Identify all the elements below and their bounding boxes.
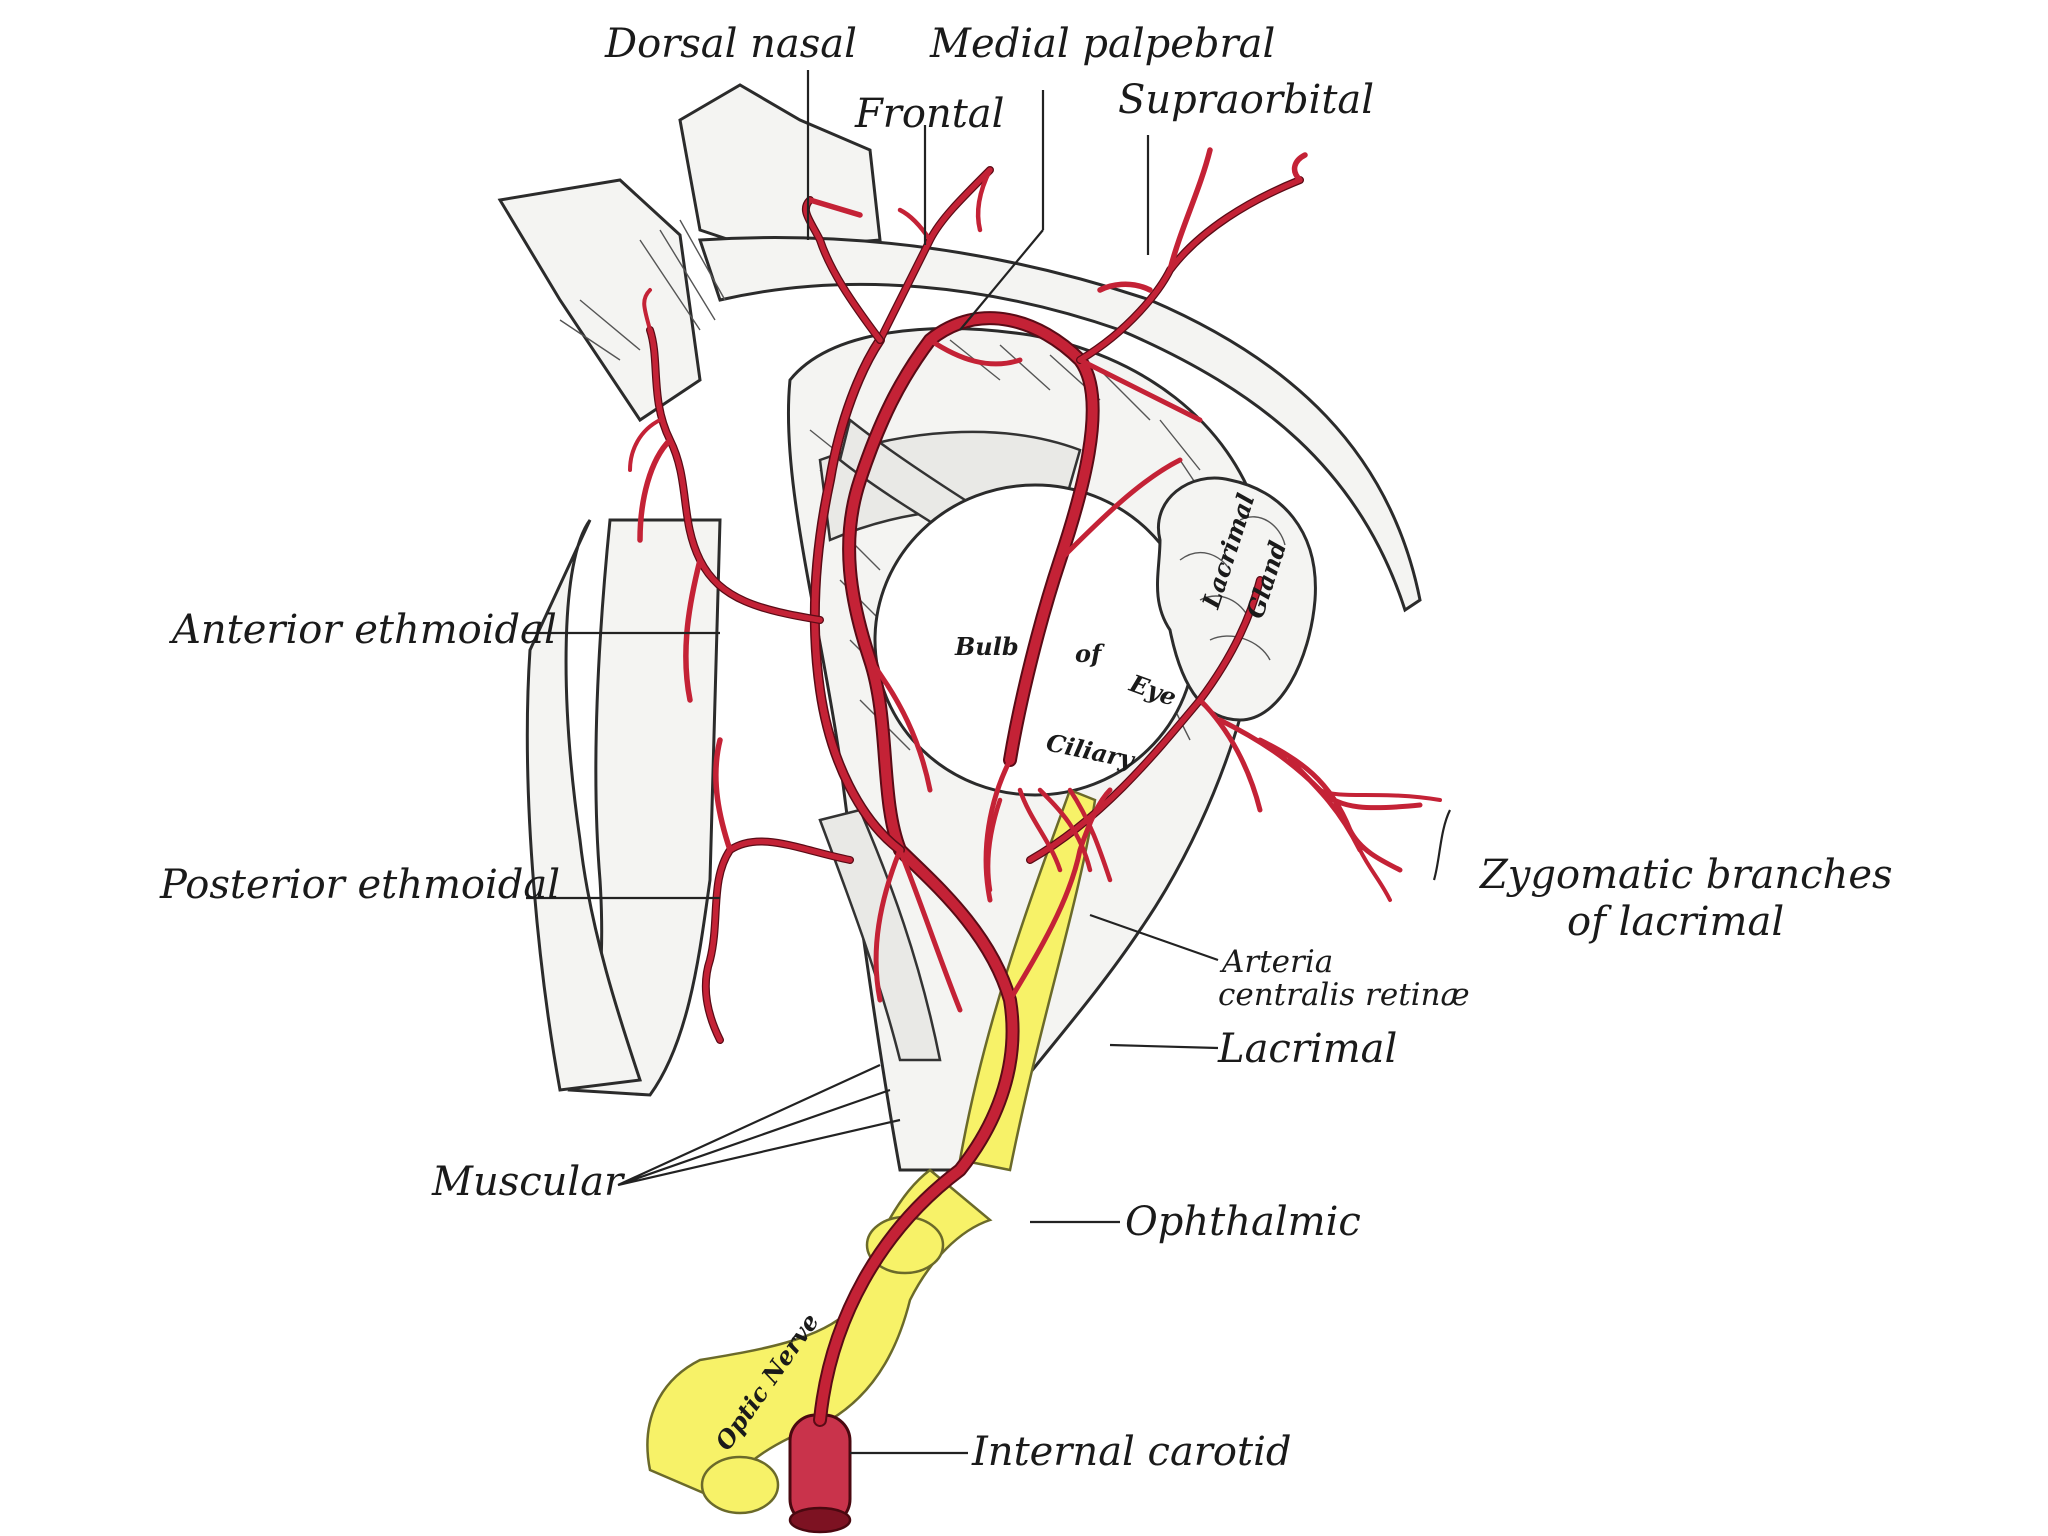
label-bulb: Bulb [954,632,1019,661]
label-posterior-ethmoidal: Posterior ethmoidal [159,862,560,908]
optic-nerve [646,788,1097,1515]
label-of: of [1075,639,1105,668]
label-anterior-ethmoidal: Anterior ethmoidal [168,607,557,653]
label-muscular: Muscular [431,1159,626,1205]
label-supraorbital: Supraorbital [1118,77,1374,123]
label-ophthalmic: Ophthalmic [1125,1199,1361,1245]
label-arteria-line1: Arteria [1219,944,1333,980]
label-arteria-line2: centralis retinæ [1218,977,1470,1013]
leader-lines [526,70,1451,1455]
lacrimal-gland [1156,476,1317,722]
label-zygomatic-line1: Zygomatic branches [1478,852,1893,898]
label-lacrimal: Lacrimal [1217,1026,1397,1072]
label-zygomatic-line2: of lacrimal [1567,899,1784,945]
label-frontal: Frontal [854,91,1004,137]
artery-network [628,147,1442,1427]
label-medial-palpebral: Medial palpebral [929,21,1275,67]
label-dorsal-nasal: Dorsal nasal [604,21,857,67]
label-internal-carotid: Internal carotid [971,1429,1291,1475]
internal-carotid-trunk [788,1413,852,1534]
